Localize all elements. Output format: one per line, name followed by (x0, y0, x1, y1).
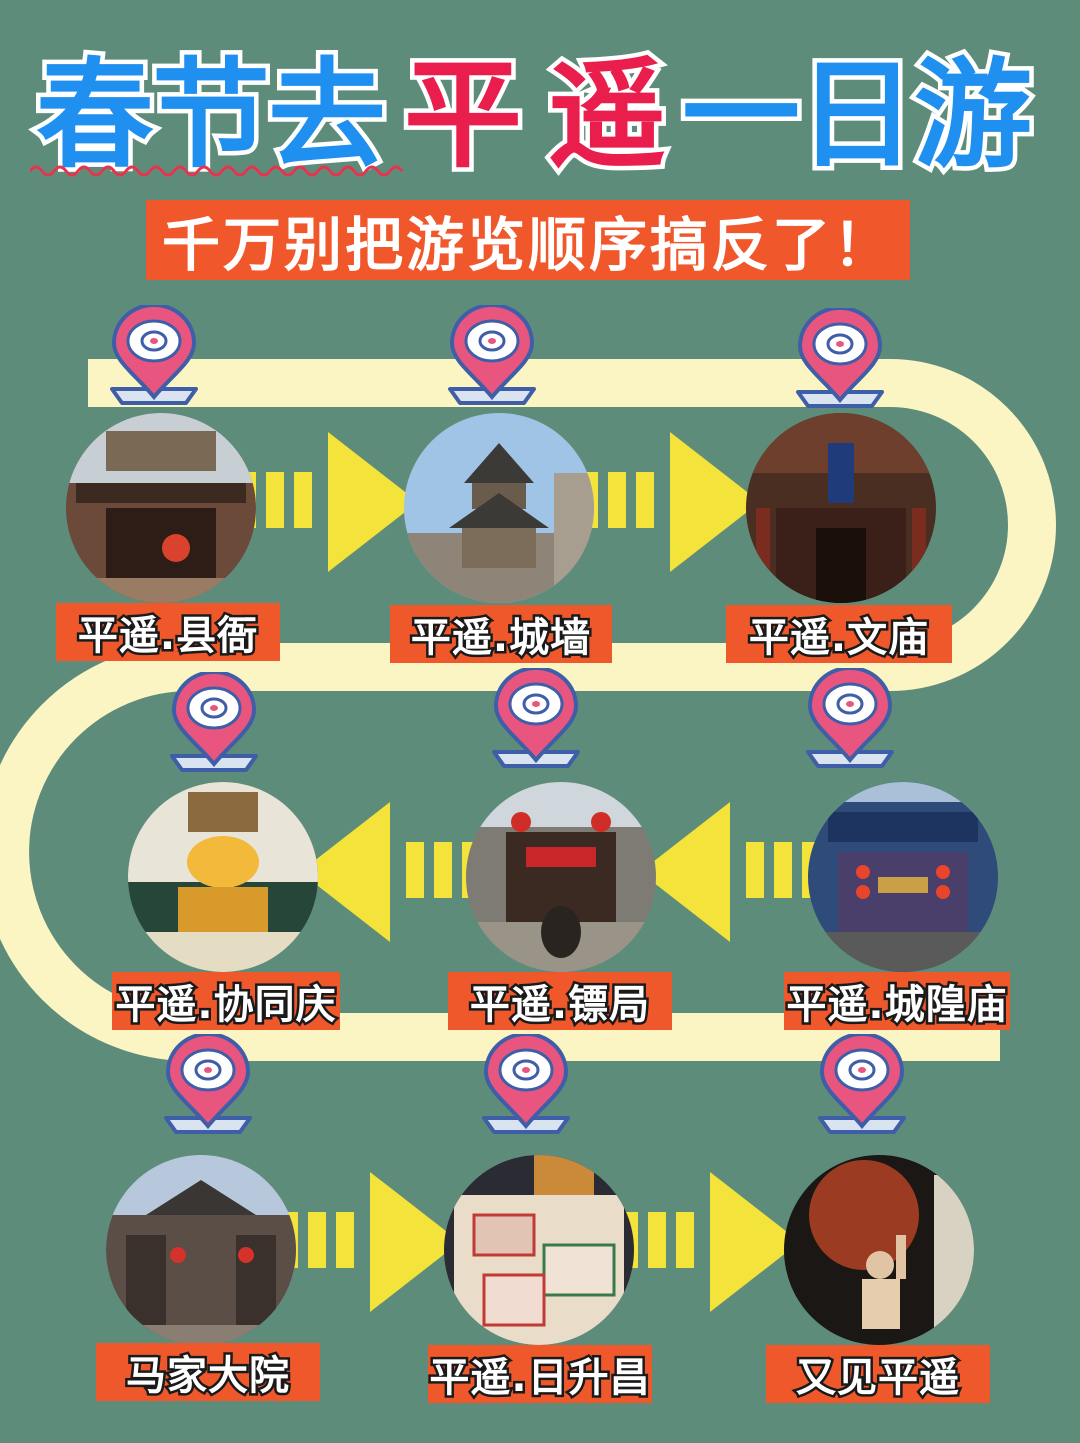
location-pin-icon (796, 308, 884, 408)
location-pin-icon (448, 305, 536, 405)
photo-confucian-temple (746, 413, 936, 603)
title-part-3: 遥 (543, 46, 670, 184)
location-pin-icon (170, 672, 258, 772)
photo-ma-family-courtyard (106, 1155, 296, 1345)
arrow-right-icon (580, 432, 760, 572)
stop-label: 平遥.镖局 (448, 972, 672, 1031)
wavy-underline (30, 165, 404, 177)
page-title: 春节去 平 遥 一日游 (0, 30, 1080, 180)
stop-label: 平遥.文庙 (726, 605, 952, 664)
photo-city-god-temple (808, 782, 998, 972)
stop-label: 马家大院 (96, 1343, 320, 1402)
photo-county-yamen (66, 413, 256, 603)
photo-rishengchang (444, 1155, 634, 1345)
arrow-right-icon (280, 1172, 460, 1312)
location-pin-icon (806, 668, 894, 768)
photo-xietongqing (128, 782, 318, 972)
arrow-left-icon (300, 802, 480, 942)
arrow-right-icon (620, 1172, 800, 1312)
location-pin-icon (110, 305, 198, 405)
location-pin-icon (482, 1034, 570, 1134)
arrow-right-icon (238, 432, 418, 572)
subtitle-banner: 千万别把游览顺序搞反了！ (146, 200, 910, 280)
photo-escort-agency (466, 782, 656, 972)
stop-label: 平遥.城墙 (390, 605, 612, 664)
location-pin-icon (492, 668, 580, 768)
title-part-2: 平 (399, 46, 526, 184)
stop-label: 平遥.日升昌 (427, 1345, 652, 1404)
stop-label: 平遥.协同庆 (112, 972, 340, 1031)
subtitle-text: 千万别把游览顺序搞反了！ (161, 211, 894, 279)
stop-label: 又见平遥 (766, 1345, 990, 1404)
title-part-1: 春节去 (31, 46, 390, 184)
stop-label: 平遥.县衙 (56, 603, 280, 662)
title-part-4: 一日游 (677, 46, 1036, 184)
photo-encore-pingyao (784, 1155, 974, 1345)
location-pin-icon (164, 1034, 252, 1134)
photo-city-wall (404, 413, 594, 603)
arrow-left-icon (640, 802, 820, 942)
stop-label: 平遥.城隍庙 (784, 972, 1010, 1031)
location-pin-icon (818, 1034, 906, 1134)
